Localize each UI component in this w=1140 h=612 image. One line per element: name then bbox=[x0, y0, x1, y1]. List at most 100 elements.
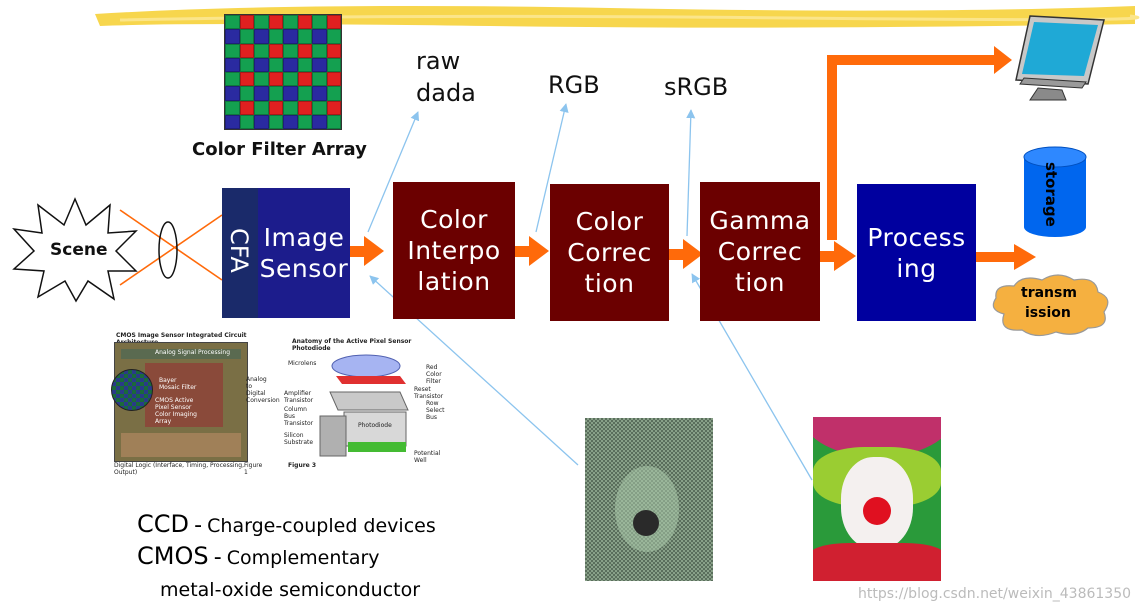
bayer-cell bbox=[225, 57, 240, 72]
bayer-cell bbox=[283, 100, 298, 115]
chip-center-label-1: Bayer Mosaic Filter bbox=[159, 377, 197, 391]
bayer-cell bbox=[326, 43, 341, 58]
stage-line: Sensor bbox=[259, 254, 349, 283]
bayer-cell bbox=[239, 100, 254, 115]
scene-burst bbox=[12, 197, 138, 303]
bayer-cell bbox=[283, 72, 298, 87]
transistor-layer bbox=[329, 391, 409, 411]
clown-nose bbox=[863, 497, 891, 525]
storage-cylinder-icon bbox=[1023, 146, 1087, 237]
bayer-cell bbox=[297, 86, 312, 101]
stage-line: lation bbox=[417, 267, 491, 296]
cmos-chip-figure: CMOS Image Sensor Integrated Circuit Arc… bbox=[110, 332, 280, 476]
bayer-cell bbox=[268, 43, 283, 58]
chip-bottom-strip bbox=[121, 433, 241, 457]
bayer-cell bbox=[283, 114, 298, 129]
chip-array bbox=[145, 363, 223, 427]
bayer-cell bbox=[254, 15, 269, 30]
bayer-zoom-circle bbox=[111, 369, 153, 411]
transmission-cloud-icon bbox=[992, 274, 1109, 337]
bayer-cell bbox=[254, 29, 269, 44]
stage-line: Interpo bbox=[407, 236, 501, 265]
bayer-cell bbox=[239, 57, 254, 72]
bayer-cell bbox=[225, 43, 240, 58]
clown-photo bbox=[813, 417, 941, 581]
bayer-cell bbox=[312, 29, 327, 44]
bayer-cell bbox=[312, 100, 327, 115]
raw-label-2: dada bbox=[416, 79, 476, 107]
bayer-cell bbox=[312, 43, 327, 58]
bayer-cell bbox=[268, 100, 283, 115]
bayer-cell bbox=[254, 114, 269, 129]
raw-nose-shape bbox=[633, 510, 659, 536]
pixel-left-label: Microlens bbox=[288, 360, 317, 367]
bayer-cell bbox=[225, 100, 240, 115]
pixel-anatomy-figure: Anatomy of the Active Pixel Sensor Photo… bbox=[284, 338, 450, 472]
watermark: https://blog.csdn.net/weixin_43861350 bbox=[858, 586, 1132, 602]
bayer-cell bbox=[268, 57, 283, 72]
flow-arrowhead bbox=[994, 46, 1012, 74]
bayer-cell bbox=[268, 86, 283, 101]
gamma-correction-stage: Gamma Correc tion bbox=[700, 182, 820, 321]
bayer-cell bbox=[312, 72, 327, 87]
raw-label-1: raw bbox=[416, 47, 461, 75]
ccd-abbr: CCD bbox=[137, 510, 189, 538]
cfa-block: CFA bbox=[222, 188, 258, 318]
ccd-text: Charge-coupled devices bbox=[207, 515, 436, 537]
bayer-cell bbox=[254, 57, 269, 72]
bayer-cell bbox=[312, 15, 327, 30]
pixel-figure-label: Figure 3 bbox=[288, 462, 317, 469]
chip-top-label: Analog Signal Processing bbox=[155, 349, 231, 356]
bayer-cell bbox=[297, 29, 312, 44]
chip-figure-label: Figure 1 bbox=[244, 462, 263, 476]
pixel-right-label: Row Select Bus bbox=[426, 400, 445, 421]
bayer-cell bbox=[225, 114, 240, 129]
bayer-cell bbox=[283, 15, 298, 30]
bayer-cell bbox=[297, 114, 312, 129]
bayer-cell bbox=[254, 43, 269, 58]
bayer-cell bbox=[268, 15, 283, 30]
chip-top-strip bbox=[121, 349, 241, 359]
pixel-left-label: Amplifier Transistor bbox=[284, 390, 314, 404]
bayer-cell bbox=[283, 86, 298, 101]
ccd-line: CCD - Charge-coupled devices bbox=[137, 510, 436, 538]
cmos-line: CMOS - Complementary bbox=[137, 542, 380, 570]
light-ray bbox=[119, 209, 223, 281]
bayer-cell bbox=[326, 57, 341, 72]
pointer-line bbox=[686, 109, 696, 237]
flow-arrow bbox=[350, 236, 384, 266]
bayer-cell bbox=[312, 114, 327, 129]
pixel-right-label: Reset Transistor bbox=[414, 386, 444, 400]
potential-well bbox=[348, 442, 406, 452]
raw-mosaic-photo bbox=[585, 418, 713, 581]
stage-line: Process bbox=[867, 222, 966, 252]
ccd-dash: - bbox=[194, 513, 203, 538]
bayer-cell bbox=[239, 29, 254, 44]
stage-line: Correc bbox=[717, 237, 803, 266]
substrate-block bbox=[319, 415, 347, 457]
bayer-cell bbox=[297, 57, 312, 72]
scene-starburst-shape bbox=[12, 197, 138, 303]
cfa-label: CFA bbox=[225, 228, 253, 273]
flow-arrowhead bbox=[1014, 244, 1036, 270]
bayer-cell bbox=[239, 43, 254, 58]
microlens-shape bbox=[331, 354, 401, 378]
flow-arrow bbox=[820, 241, 856, 271]
pointer-line bbox=[367, 111, 420, 233]
stage-line: ing bbox=[896, 253, 937, 283]
bayer-cell bbox=[326, 86, 341, 101]
bayer-cell bbox=[326, 100, 341, 115]
stage-line: Image bbox=[263, 223, 345, 252]
bayer-cell bbox=[326, 114, 341, 129]
transmission-label-1: transm bbox=[1021, 285, 1077, 301]
bayer-cell bbox=[239, 72, 254, 87]
scene-label: Scene bbox=[50, 240, 108, 260]
chip-center-label-2: CMOS Active Pixel Sensor Color Imaging A… bbox=[155, 397, 197, 425]
pixel-right-label: Potential Well bbox=[414, 450, 441, 464]
bayer-cell bbox=[326, 29, 341, 44]
bayer-cell bbox=[225, 29, 240, 44]
flow-arrow bbox=[515, 236, 549, 266]
transmission-label-2: ission bbox=[1025, 305, 1071, 321]
chip-side-label: Analog to Digital Conversion bbox=[246, 376, 280, 404]
